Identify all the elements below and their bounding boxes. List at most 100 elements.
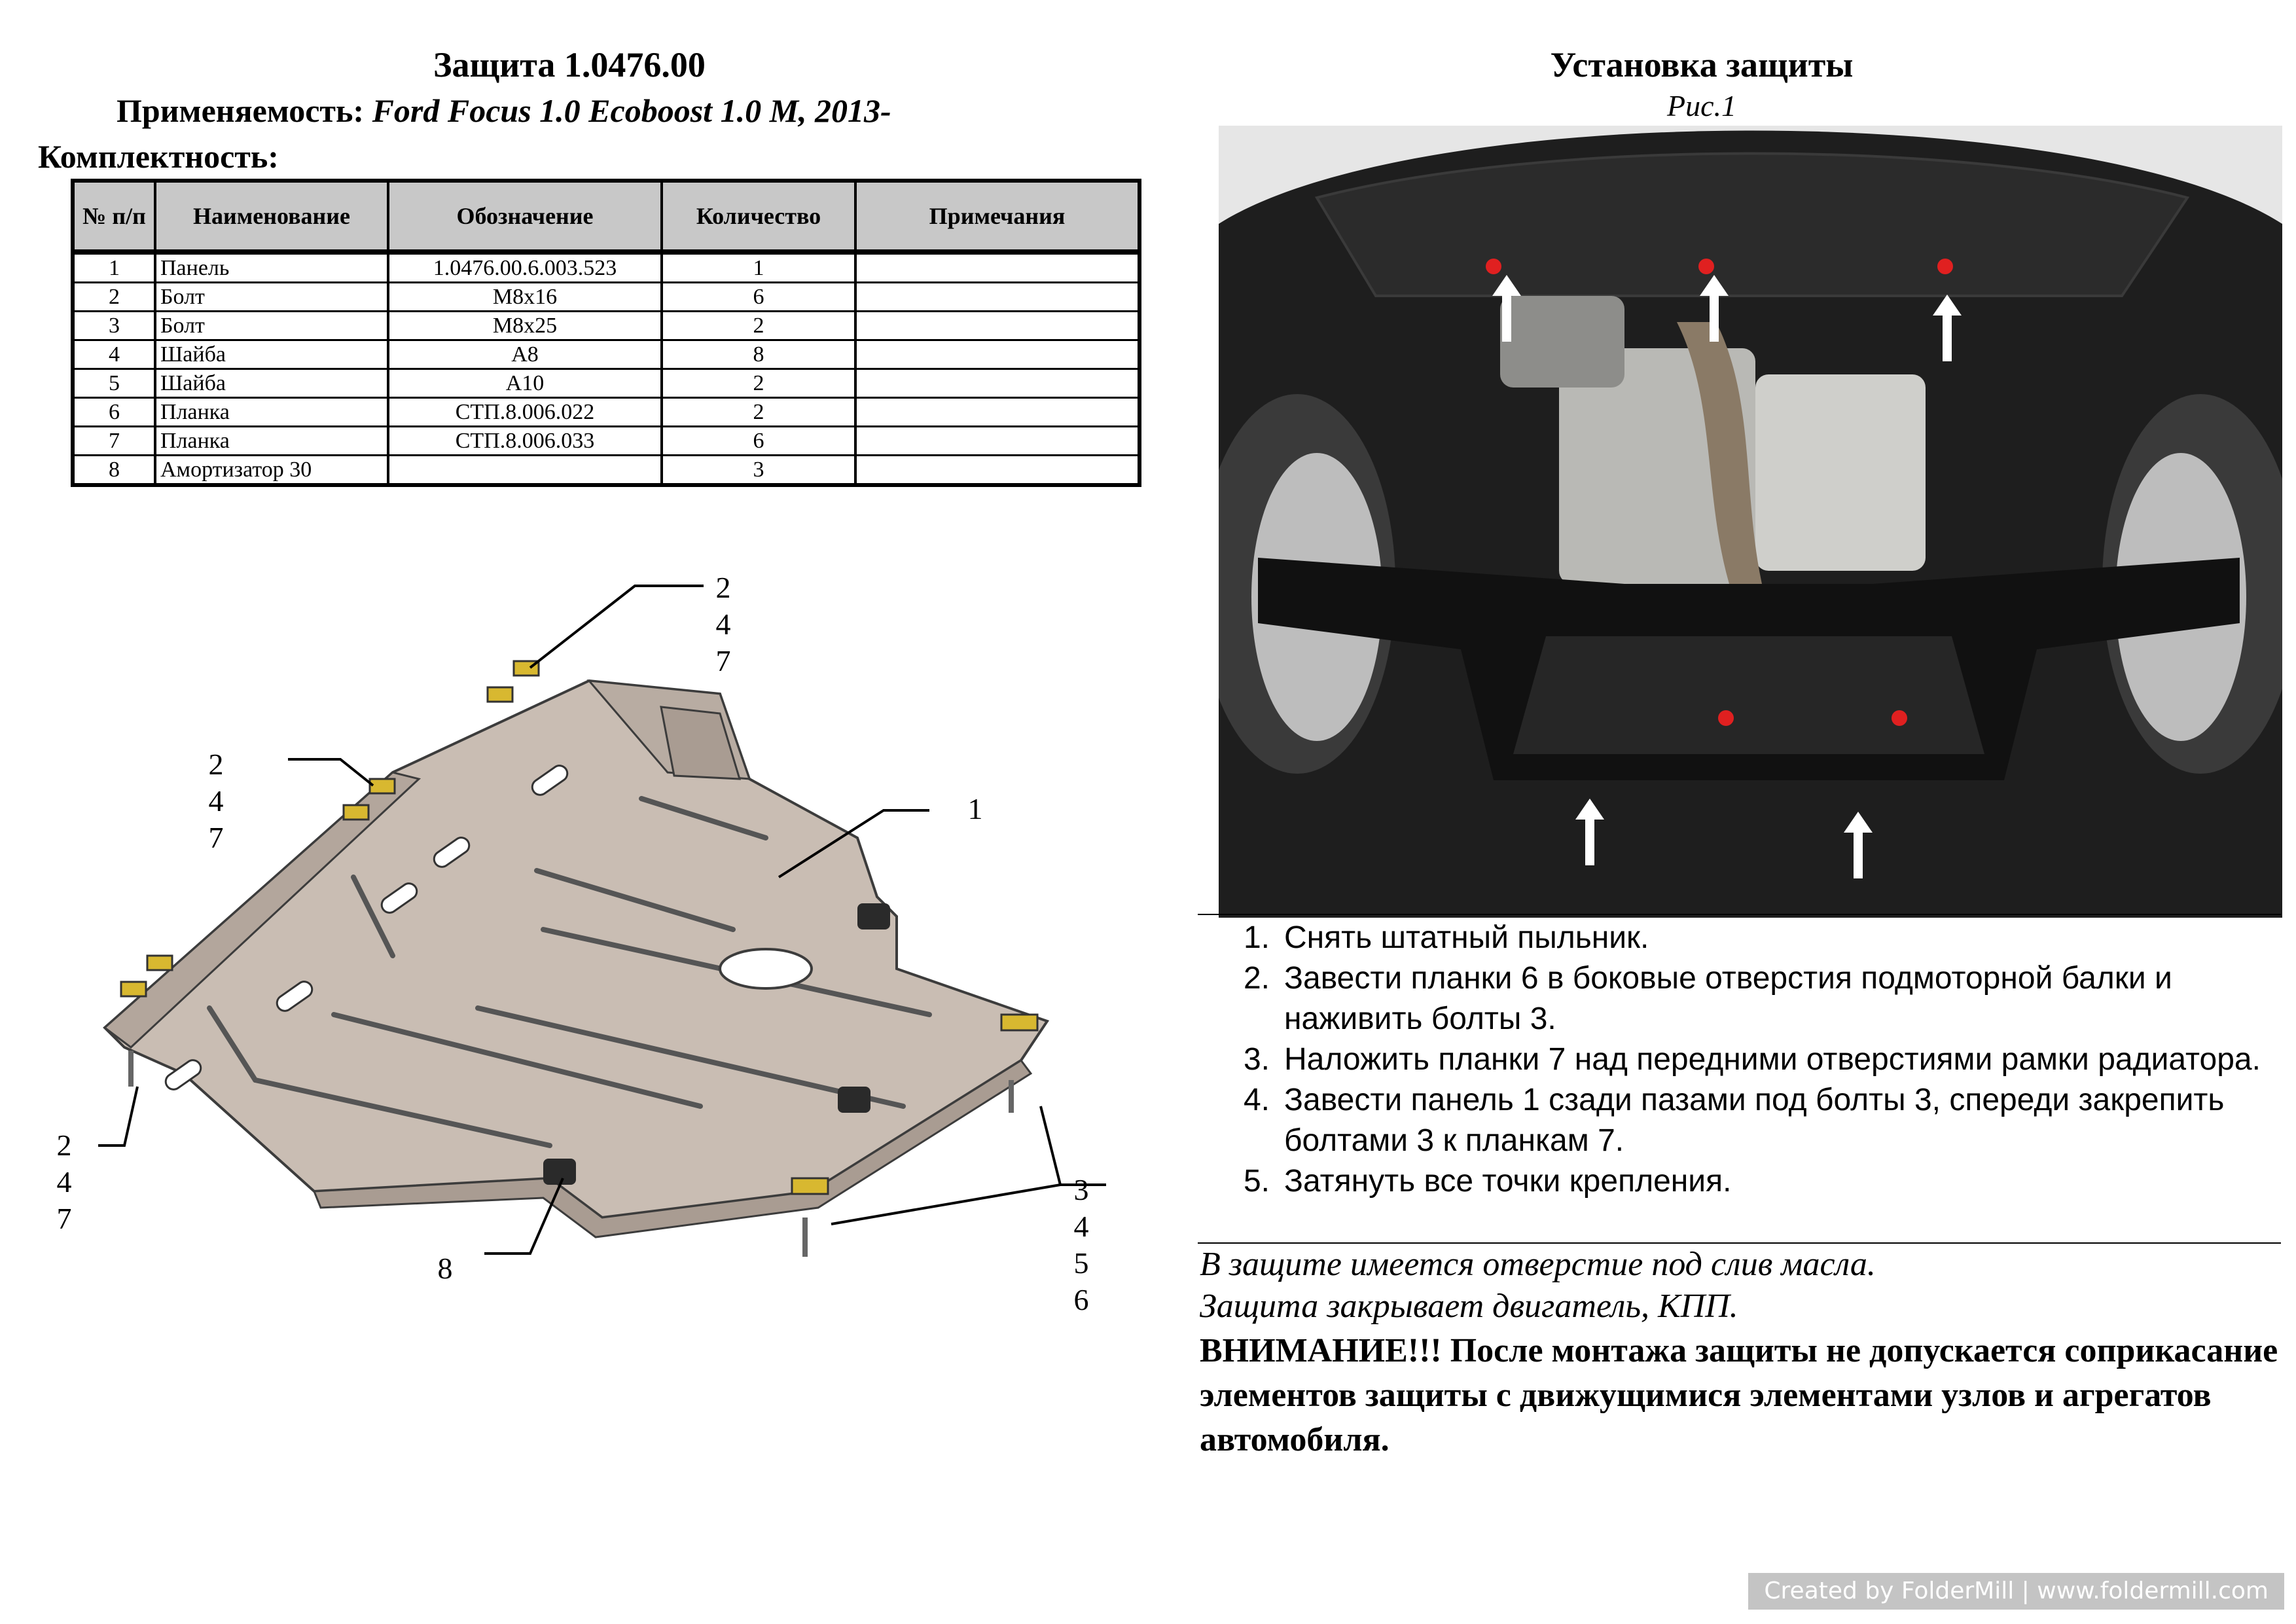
- cell: [854, 311, 1141, 341]
- cell: A10: [387, 369, 663, 399]
- callout-line: 3: [1073, 1173, 1089, 1206]
- step-text: Наложить планки 7 над передними отверсти…: [1284, 1042, 2261, 1077]
- cell: 2: [71, 282, 156, 312]
- step-number: 4.: [1243, 1083, 1270, 1117]
- callout-line: 1: [967, 792, 983, 825]
- parts-table: № п/п Наименование Обозначение Количеств…: [71, 179, 1141, 487]
- cell: 2: [660, 369, 857, 399]
- cell: Шайба: [154, 369, 389, 399]
- step-text: Снять штатный пыльник.: [1284, 920, 1649, 955]
- list-item: 2. Завести планки 6 в боковые отверстия п…: [1198, 958, 2284, 1039]
- cell: 8: [71, 455, 156, 486]
- cell: [854, 282, 1141, 312]
- cell: СТП.8.006.033: [387, 426, 663, 456]
- cell: 6: [660, 282, 857, 312]
- cell: Панель: [154, 252, 389, 283]
- step-number: 5.: [1243, 1164, 1270, 1199]
- callout-left-lower: 2 4 7: [51, 1127, 77, 1237]
- step-number: 2.: [1243, 961, 1270, 996]
- callout-line: 4: [208, 784, 224, 818]
- col-notes: Примечания: [854, 179, 1141, 255]
- cell: 1: [660, 252, 857, 283]
- cell: [854, 397, 1141, 427]
- callout-line: 8: [437, 1252, 453, 1285]
- callout-line: 2: [208, 748, 224, 781]
- divider: [1198, 914, 2281, 915]
- col-designation: Обозначение: [387, 179, 663, 255]
- document-title: Защита 1.0476.00: [433, 45, 706, 84]
- warning-text: ВНИМАНИЕ!!! После монтажа защиты не допу…: [1200, 1332, 2278, 1458]
- callout-line: 2: [715, 571, 731, 604]
- leader-lines: [98, 585, 1106, 1255]
- col-quantity: Количество: [660, 179, 857, 255]
- note-coverage: Защита закрывает двигатель, КПП.: [1200, 1288, 1738, 1325]
- step-text: Затянуть все точки крепления.: [1284, 1164, 1732, 1199]
- cell: A8: [387, 340, 663, 370]
- callout-line: 4: [715, 607, 731, 641]
- cell: 2: [660, 397, 857, 427]
- applicability-value: Ford Focus 1.0 Ecoboost 1.0 M, 2013-: [372, 92, 891, 129]
- callout-right-lower: 3 4 5 6: [1068, 1172, 1094, 1318]
- list-item: 3. Наложить планки 7 над передними отверс…: [1198, 1039, 2284, 1080]
- step-number: 3.: [1243, 1042, 1270, 1077]
- cell: 6: [71, 397, 156, 427]
- applicability-label: Применяемость:: [117, 92, 365, 129]
- cell: 2: [660, 311, 857, 341]
- cell: Планка: [154, 426, 389, 456]
- cell: [854, 340, 1141, 370]
- cell: СТП.8.006.022: [387, 397, 663, 427]
- cell: [854, 252, 1141, 283]
- callout-damper: 8: [432, 1250, 458, 1287]
- cell: 1.0476.00.6.003.523: [387, 252, 663, 283]
- installation-steps: 1. Снять штатный пыльник. 2. Завести планк…: [1198, 918, 2284, 1202]
- step-number: 1.: [1243, 920, 1270, 955]
- cell: 1: [71, 252, 156, 283]
- cell: M8x16: [387, 282, 663, 312]
- list-item: 5. Затянуть все точки крепления.: [1198, 1161, 2284, 1202]
- callout-line: 4: [1073, 1210, 1089, 1243]
- cell: 4: [71, 340, 156, 370]
- cell: [854, 369, 1141, 399]
- cell: [854, 426, 1141, 456]
- list-item: 1. Снять штатный пыльник.: [1198, 918, 2284, 958]
- divider: [1198, 1242, 2281, 1244]
- cell: Шайба: [154, 340, 389, 370]
- installation-photo: [1219, 126, 2282, 918]
- callout-line: 5: [1073, 1246, 1089, 1280]
- step-text: Завести планки 6 в боковые отверстия под…: [1284, 961, 2172, 1036]
- list-item: 4. Завести панель 1 сзади пазами под болт…: [1198, 1080, 2284, 1161]
- callout-left-upper: 2 4 7: [203, 746, 229, 856]
- skid-plate-illustration: [103, 660, 1050, 1257]
- callout-line: 7: [715, 644, 731, 677]
- arrow-icons: [1492, 275, 1962, 878]
- callout-line: 7: [208, 821, 224, 854]
- cell: Амортизатор 30: [154, 455, 389, 486]
- col-name: Наименование: [154, 179, 389, 255]
- cell: 6: [660, 426, 857, 456]
- note-drain-hole: В защите имеется отверстие под слив масл…: [1200, 1246, 1876, 1283]
- callout-line: 7: [56, 1202, 72, 1235]
- kit-label: Комплектность:: [38, 138, 279, 175]
- applicability-line: Применяемость: Ford Focus 1.0 Ecoboost 1…: [117, 92, 891, 130]
- cell: 3: [660, 455, 857, 486]
- cell: 5: [71, 369, 156, 399]
- figure-caption: Рис.1: [1666, 89, 1736, 122]
- cell: M8x25: [387, 311, 663, 341]
- callout-line: 6: [1073, 1283, 1089, 1316]
- cell: [387, 455, 663, 486]
- cell: 7: [71, 426, 156, 456]
- callout-line: 2: [56, 1128, 72, 1162]
- callout-line: 4: [56, 1165, 72, 1199]
- install-title: Установка защиты: [1550, 45, 1854, 84]
- table-header-row: № п/п Наименование Обозначение Количеств…: [71, 179, 1141, 255]
- footer-watermark: Created by FolderMill | www.foldermill.c…: [1748, 1573, 2284, 1610]
- cell: Планка: [154, 397, 389, 427]
- cell: Болт: [154, 311, 389, 341]
- step-text: Завести панель 1 сзади пазами под болты …: [1284, 1083, 2225, 1158]
